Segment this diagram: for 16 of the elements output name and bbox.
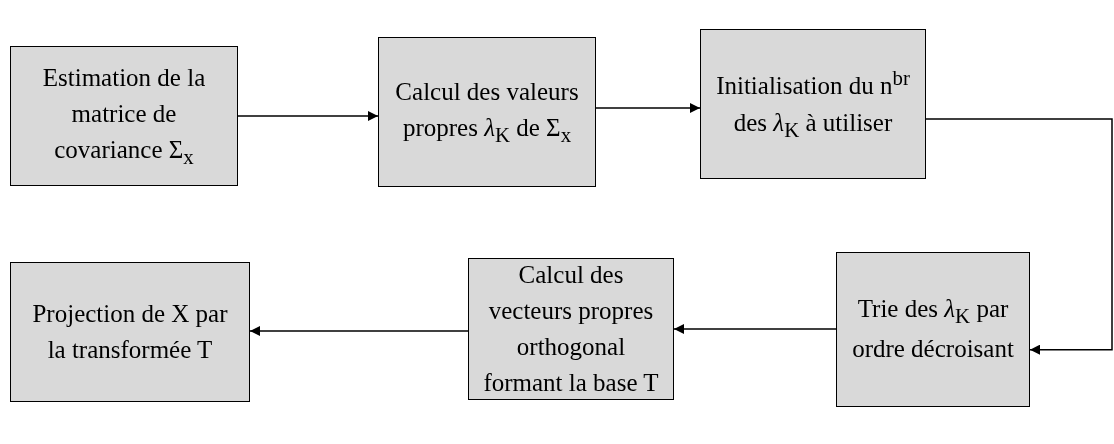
process-box: [10, 46, 238, 186]
arrow: [673, 324, 837, 334]
process-box: [10, 262, 250, 402]
box-text: Initialisation du n$^{br}$ des λ$_{K}$ à utiliser: [715, 65, 911, 144]
box-text: Calcul des vecteurs propres orthogonal formant la base T: [482, 259, 660, 399]
box-text: Projection de X par la transformée T: [31, 298, 229, 365]
box-text: Estimation de la matrice de covariance Σ$_{x}$: [41, 62, 207, 172]
arrow: [925, 118, 1113, 355]
box-text: Calcul des valeurs propres λ$_{K}$ de Σ$_{x}$: [394, 76, 580, 150]
arrow: [237, 111, 379, 121]
arrow: [249, 326, 469, 336]
process-box: [700, 29, 926, 179]
process-box: [836, 252, 1030, 407]
box-text: Trie des λ$_{K}$ par ordre décroisant: [851, 294, 1015, 365]
process-box: [378, 37, 596, 187]
arrow: [595, 103, 701, 113]
